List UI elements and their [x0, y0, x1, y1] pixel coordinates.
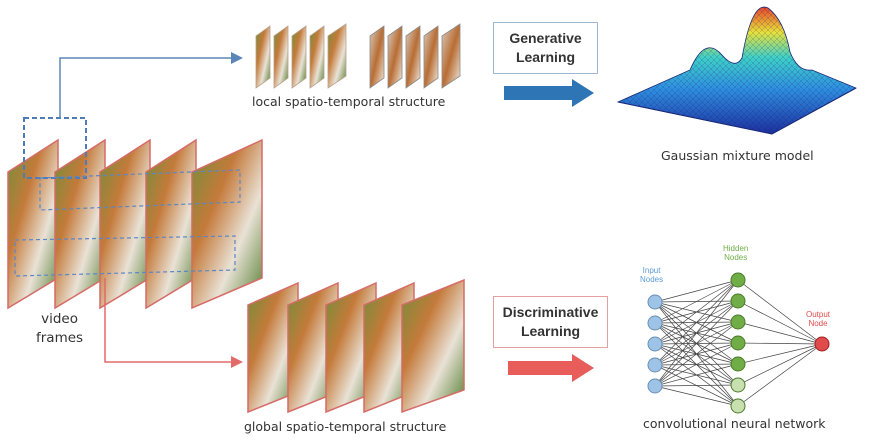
local-connector-arrow	[59, 52, 243, 118]
tube-dashed-top	[39, 169, 241, 211]
nn-connection	[654, 321, 739, 387]
hidden-node	[730, 314, 746, 330]
hidden-nodes-label-line2: Nodes	[724, 253, 748, 262]
global-connector-arrow	[104, 278, 243, 368]
nn-connection	[654, 279, 739, 324]
nn-connection	[737, 321, 823, 345]
nn-connection	[737, 343, 823, 407]
neural-network-diagram	[647, 272, 830, 414]
discriminative-box-line1: Discriminative	[502, 304, 599, 320]
cnn-caption: convolutional neural network	[643, 416, 826, 431]
video-frame-4	[145, 138, 197, 310]
output-node-label-line2: Node	[808, 319, 828, 328]
nn-connection	[737, 342, 823, 345]
generative-box-line1: Generative	[509, 30, 582, 46]
video-frames-label: video frames	[36, 310, 83, 348]
discriminative-arrow	[508, 354, 594, 382]
hidden-nodes-label-line1: Hidden	[723, 244, 749, 253]
input-node	[647, 315, 663, 331]
nn-connection	[737, 343, 823, 365]
video-frame-3	[99, 138, 151, 310]
nn-connection	[654, 279, 739, 366]
video-frame-1	[7, 138, 59, 310]
generative-learning-box: Generative Learning	[493, 22, 598, 74]
output-node-label-line1: Output	[806, 310, 831, 319]
video-frame-5	[191, 138, 263, 310]
input-nodes-label-line1: Input	[642, 266, 661, 275]
nn-connection	[737, 343, 823, 386]
local-patches-group-1	[255, 23, 347, 89]
hidden-node	[730, 398, 746, 414]
input-node	[647, 378, 663, 394]
global-frames-stack	[247, 278, 465, 414]
output-node-label: Output Node	[806, 310, 830, 328]
nn-connection	[654, 279, 739, 345]
nn-connection	[737, 300, 823, 345]
input-node	[647, 357, 663, 373]
hidden-node	[730, 377, 746, 393]
gmm-surface-plot	[616, 6, 857, 135]
input-node	[647, 294, 663, 310]
video-frames-stack	[7, 117, 263, 310]
gmm-caption: Gaussian mixture model	[661, 148, 814, 163]
nn-connection	[654, 279, 739, 387]
output-node	[814, 336, 830, 352]
local-structure-caption: local spatio-temporal structure	[252, 94, 446, 109]
input-nodes-label: Input Nodes	[640, 266, 663, 284]
global-structure-caption: global spatio-temporal structure	[244, 419, 447, 434]
nn-connection	[654, 385, 739, 407]
nn-connection	[654, 279, 739, 303]
input-node	[647, 336, 663, 352]
video-frames-label-line2: frames	[36, 330, 84, 346]
generative-box-line2: Learning	[515, 49, 576, 65]
hidden-nodes-label: Hidden Nodes	[723, 244, 748, 262]
nn-connection	[654, 342, 739, 387]
tube-dashed-bottom	[14, 235, 236, 277]
hidden-node	[730, 293, 746, 309]
discriminative-box-line2: Learning	[520, 323, 581, 339]
hidden-node	[730, 272, 746, 288]
local-patches-group-2	[369, 23, 461, 89]
discriminative-learning-box: Discriminative Learning	[493, 296, 608, 348]
video-frame-2	[54, 138, 106, 310]
generative-arrow	[504, 79, 594, 107]
nn-connection	[654, 384, 739, 387]
nn-connection	[737, 279, 823, 345]
hidden-node	[730, 335, 746, 351]
input-nodes-label-line2: Nodes	[640, 275, 664, 284]
hidden-node	[730, 356, 746, 372]
nn-connection	[654, 300, 739, 387]
nn-connection	[654, 363, 739, 387]
video-frames-label-line1: video	[41, 311, 78, 327]
